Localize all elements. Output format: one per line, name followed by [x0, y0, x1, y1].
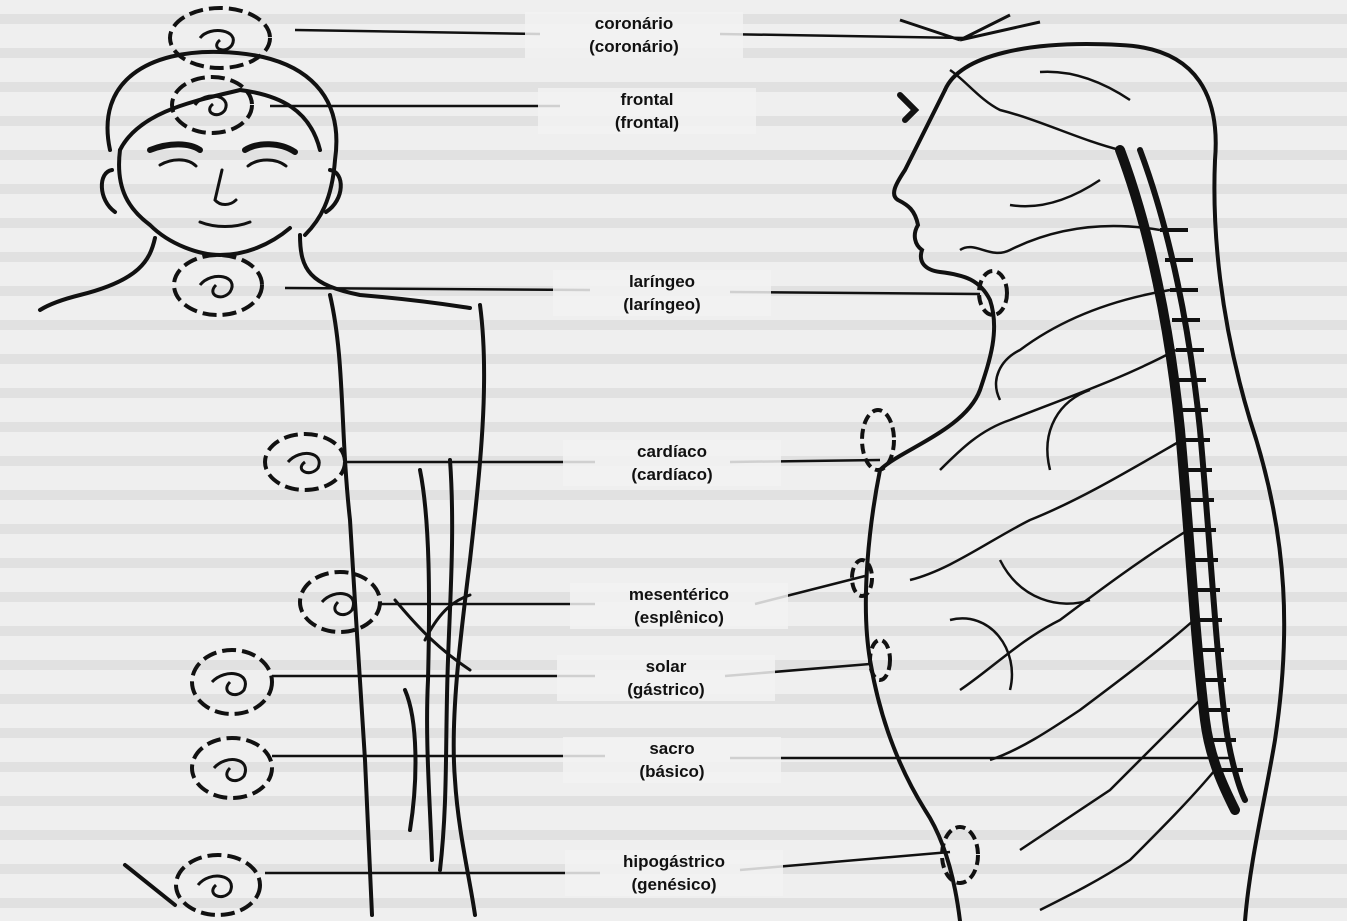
label-name: hipogástrico: [569, 850, 779, 873]
label-mesenterico: mesentérico (esplênico): [570, 583, 788, 629]
label-alt: (coronário): [529, 35, 739, 58]
label-alt: (gástrico): [561, 678, 771, 701]
label-cardiaco: cardíaco (cardíaco): [563, 440, 781, 486]
label-alt: (básico): [567, 760, 777, 783]
label-sacro: sacro (básico): [563, 737, 781, 783]
label-hipogastrico: hipogástrico (genésico): [565, 850, 783, 896]
label-name: cardíaco: [567, 440, 777, 463]
label-alt: (esplênico): [574, 606, 784, 629]
label-alt: (genésico): [569, 873, 779, 896]
label-name: solar: [561, 655, 771, 678]
label-solar: solar (gástrico): [557, 655, 775, 701]
label-alt: (laríngeo): [557, 293, 767, 316]
label-frontal: frontal (frontal): [538, 88, 756, 134]
label-alt: (frontal): [542, 111, 752, 134]
label-alt: (cardíaco): [567, 463, 777, 486]
label-name: coronário: [529, 12, 739, 35]
label-name: frontal: [542, 88, 752, 111]
label-coronario: coronário (coronário): [525, 12, 743, 58]
label-name: mesentérico: [574, 583, 784, 606]
label-name: laríngeo: [557, 270, 767, 293]
label-laringeo: laríngeo (laríngeo): [553, 270, 771, 316]
label-name: sacro: [567, 737, 777, 760]
